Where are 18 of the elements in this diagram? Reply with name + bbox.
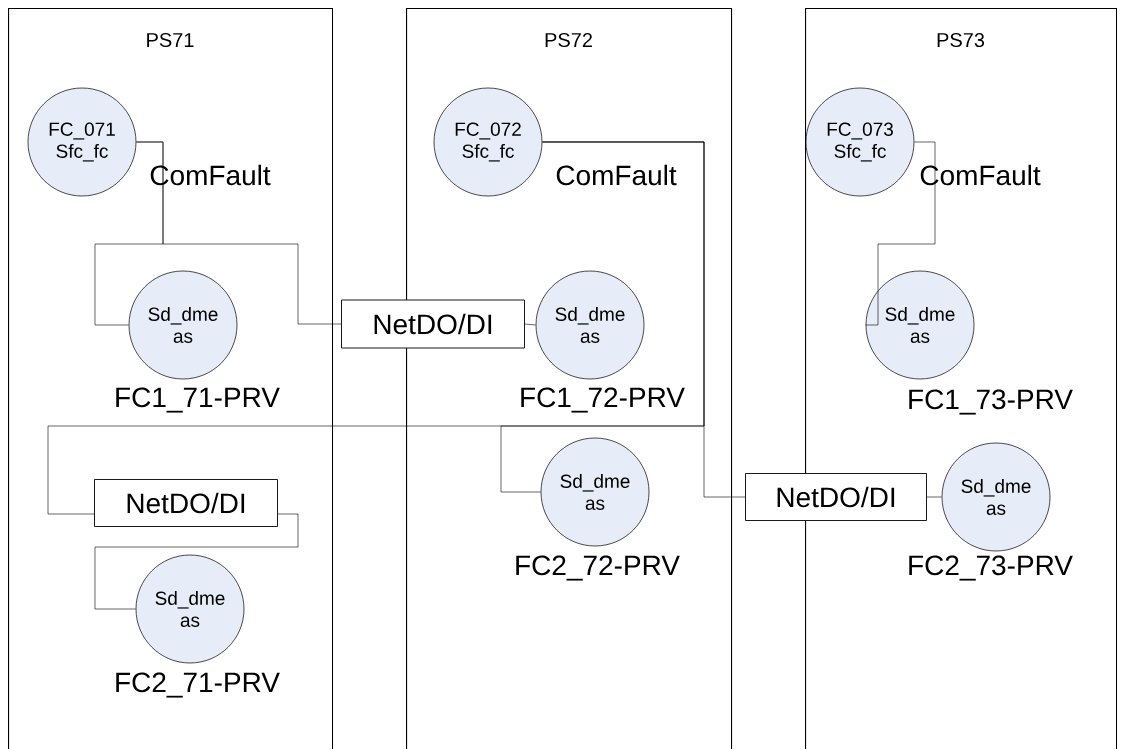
caption-text: ComFault	[920, 164, 1041, 186]
connector-line	[94, 513, 299, 610]
caption-text: ComFault	[150, 164, 271, 186]
caption-text: FC2_71-PRV	[116, 672, 280, 698]
caption-text: ComFault	[556, 164, 677, 186]
module-box: NetDO/DI	[745, 473, 927, 521]
caption-text: FC2_73-PRV	[909, 555, 1073, 581]
module-box: NetDO/DI	[341, 299, 525, 349]
caption-text: FC1_73-PRV	[909, 389, 1073, 415]
module-box: NetDO/DI	[94, 479, 278, 527]
caption-text: FC2_72-PRV	[516, 555, 680, 581]
caption-text: FC1_71-PRV	[116, 387, 280, 413]
connector-line	[865, 141, 936, 326]
connector-line	[47, 141, 705, 515]
caption-text: FC1_72-PRV	[521, 387, 685, 413]
connector-line	[524, 323, 536, 326]
connector-line	[136, 141, 342, 325]
connector-line	[926, 496, 942, 498]
